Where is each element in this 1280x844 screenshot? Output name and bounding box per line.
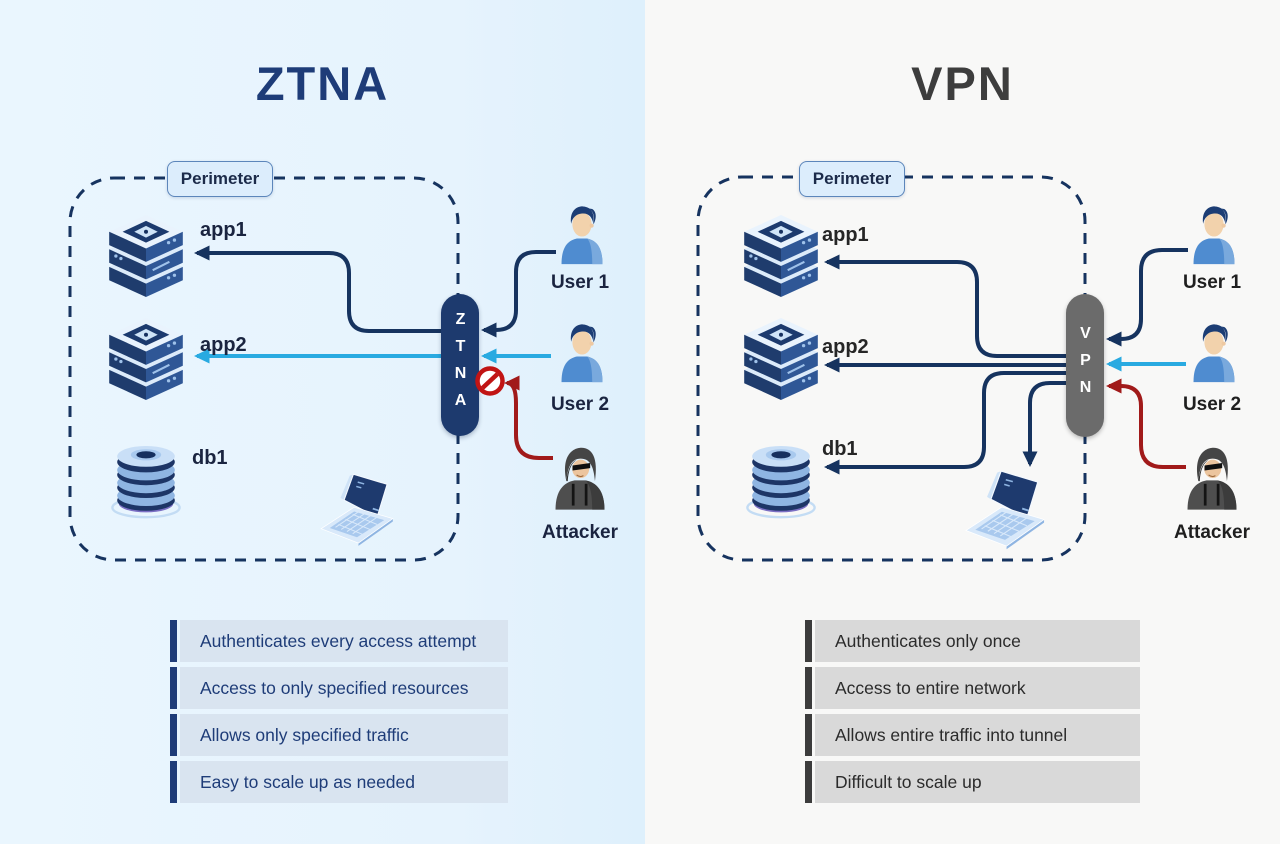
vpn-gateway-pill: VPN [1066, 294, 1104, 437]
feature-accent-bar [170, 667, 177, 709]
server-icon [108, 316, 184, 402]
attacker-icon [554, 447, 606, 511]
server-icon [743, 213, 819, 299]
feature-text: Authenticates every access attempt [180, 620, 508, 662]
vpn-perimeter-label: Perimeter [799, 161, 905, 197]
ztna-app2-label: app2 [200, 334, 247, 356]
feature-text: Allows entire traffic into tunnel [815, 714, 1140, 756]
laptop-icon [964, 470, 1046, 550]
ztna-user1-label: User 1 [550, 272, 610, 293]
vpn-gateway-label: VPN [1077, 325, 1094, 406]
feature-text: Easy to scale up as needed [180, 761, 508, 803]
vpn-user1-label: User 1 [1182, 272, 1242, 293]
vpn-feature-list: Authenticates only once Access to entire… [805, 620, 1140, 808]
ztna-feature-item: Allows only specified traffic [170, 714, 508, 756]
user-icon [561, 324, 603, 383]
feature-accent-bar [805, 714, 812, 756]
ztna-feature-list: Authenticates every access attempt Acces… [170, 620, 508, 808]
vpn-app1-label: app1 [822, 224, 869, 246]
feature-accent-bar [805, 761, 812, 803]
vpn-db1-label: db1 [822, 438, 858, 460]
attacker-icon [1186, 447, 1238, 511]
feature-text: Allows only specified traffic [180, 714, 508, 756]
ztna-app1-label: app1 [200, 219, 247, 241]
database-icon [746, 444, 816, 519]
feature-accent-bar [170, 761, 177, 803]
feature-accent-bar [170, 714, 177, 756]
ztna-feature-item: Authenticates every access attempt [170, 620, 508, 662]
database-icon [111, 444, 181, 519]
laptop-icon [320, 473, 394, 547]
feature-accent-bar [805, 620, 812, 662]
ztna-attacker-label: Attacker [541, 522, 619, 543]
feature-text: Access to only specified resources [180, 667, 508, 709]
vpn-user2-label: User 2 [1182, 394, 1242, 415]
ztna-feature-item: Access to only specified resources [170, 667, 508, 709]
ztna-feature-item: Easy to scale up as needed [170, 761, 508, 803]
user-icon [1193, 206, 1235, 265]
ztna-title: ZTNA [255, 57, 390, 110]
vpn-feature-item: Allows entire traffic into tunnel [805, 714, 1140, 756]
vpn-attacker-label: Attacker [1173, 522, 1251, 543]
feature-text: Difficult to scale up [815, 761, 1140, 803]
feature-text: Authenticates only once [815, 620, 1140, 662]
no-entry-icon [475, 366, 505, 396]
vpn-feature-item: Difficult to scale up [805, 761, 1140, 803]
feature-accent-bar [805, 667, 812, 709]
vpn-feature-item: Authenticates only once [805, 620, 1140, 662]
ztna-user2-label: User 2 [550, 394, 610, 415]
server-icon [108, 213, 184, 299]
feature-accent-bar [170, 620, 177, 662]
ztna-perimeter-label: Perimeter [167, 161, 273, 197]
vpn-title: VPN [911, 57, 1014, 110]
user-icon [1193, 324, 1235, 383]
feature-text: Access to entire network [815, 667, 1140, 709]
vpn-app2-label: app2 [822, 336, 869, 358]
ztna-gateway-label: ZTNA [452, 311, 469, 419]
ztna-db1-label: db1 [192, 447, 228, 469]
server-icon [743, 316, 819, 402]
user-icon [561, 206, 603, 265]
vpn-feature-item: Access to entire network [805, 667, 1140, 709]
